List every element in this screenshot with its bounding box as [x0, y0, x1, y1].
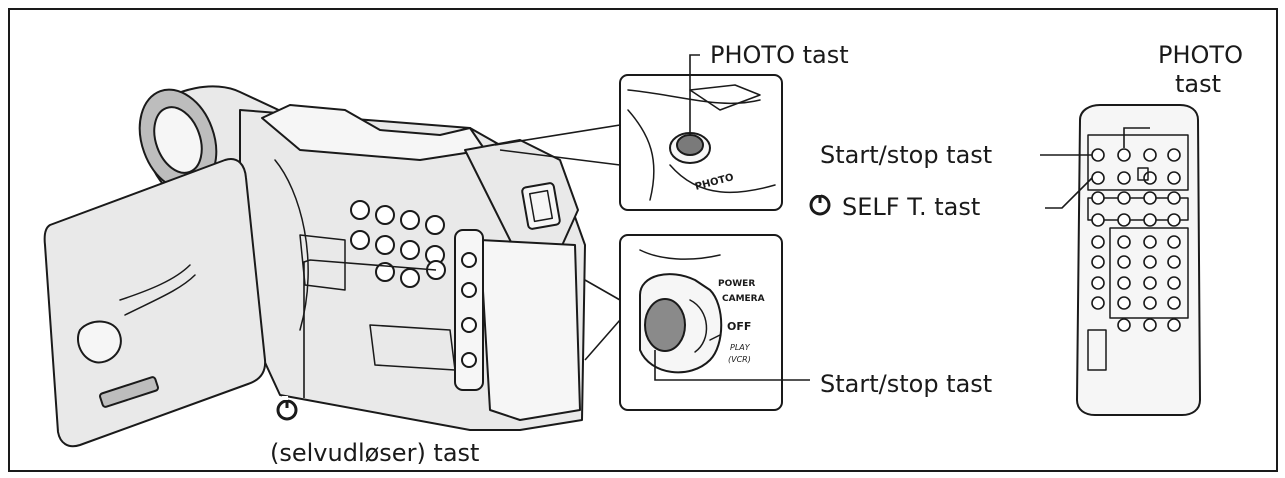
- remote-start-stop-label: Start/stop tast: [820, 141, 992, 169]
- inset-camera-text: CAMERA: [722, 294, 765, 304]
- remote-photo-label-line2: tast: [1175, 70, 1221, 98]
- remote-start-stop-button: [1091, 148, 1105, 162]
- camcorder-illustration: [43, 85, 586, 448]
- remote-photo-button: [1117, 148, 1131, 162]
- start-stop-button: [644, 298, 686, 352]
- camera-start-stop-label: Start/stop tast: [820, 370, 992, 398]
- remote-photo-label-line1: PHOTO: [1158, 41, 1243, 69]
- self-timer-icon: [276, 396, 298, 421]
- self-timer-label: (selvudløser) tast: [270, 439, 479, 467]
- camera-photo-label: PHOTO tast: [710, 41, 849, 69]
- inset-play-text: PLAY: [730, 343, 751, 352]
- remote-self-timer-label: SELF T. tast: [842, 193, 980, 221]
- inset-off-text: OFF: [727, 320, 751, 333]
- inset-power-text: POWER: [718, 279, 755, 289]
- remote-self-timer-button: [1091, 171, 1105, 185]
- remote-self-timer-icon: [809, 191, 831, 216]
- power-switch-inset: POWER CAMERA OFF PLAY (VCR): [619, 234, 783, 411]
- inset-vcr-text: (VCR): [728, 355, 751, 364]
- photo-button: [676, 134, 704, 156]
- photo-button-inset: PHOTO: [619, 74, 783, 211]
- remote-control-illustration: [1076, 104, 1201, 416]
